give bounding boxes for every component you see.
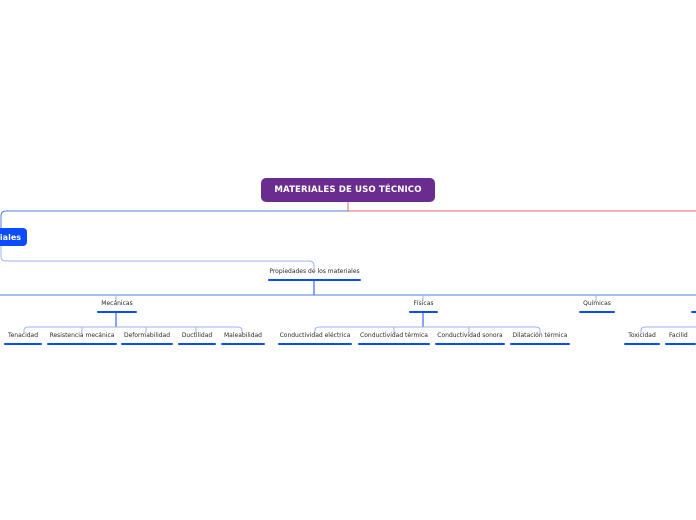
node-conductividad-termica[interactable]: Conductividad térmica — [358, 332, 430, 345]
root-topic[interactable]: MATERIALES DE USO TÉCNICO — [261, 178, 435, 202]
node-maleabilidad[interactable]: Maleabilidad — [221, 332, 265, 345]
node-deformabilidad[interactable]: Deformabilidad — [121, 332, 173, 345]
node-resistencia-mecanica[interactable]: Resistencia mecánica — [47, 332, 117, 345]
topic-propiedades[interactable]: Propiedades de los materiales — [268, 268, 361, 281]
node-ductilidad[interactable]: Ductilidad — [178, 332, 216, 345]
node-dilatacion-termica[interactable]: Dilatación térmica — [510, 332, 570, 345]
node-conductividad-sonora[interactable]: Conductividad sonora — [435, 332, 505, 345]
link-qui-bus — [640, 326, 696, 333]
link-root-left — [0, 210, 348, 228]
node-conductividad-electrica[interactable]: Conductividad eléctrica — [278, 332, 352, 345]
node-facilidad[interactable]: Facilid — [665, 332, 696, 345]
category-offscreen[interactable] — [691, 300, 696, 313]
category-quimicas[interactable]: Químicas — [579, 300, 615, 313]
node-toxicidad[interactable]: Toxicidad — [624, 332, 660, 345]
branch-topic-materiales[interactable]: riales — [0, 228, 27, 246]
link-branch-topic — [0, 246, 315, 269]
category-mecanicas[interactable]: Mecánicas — [97, 300, 137, 313]
link-mec-bus — [23, 326, 243, 333]
category-fisicas[interactable]: Físicas — [409, 300, 438, 313]
link-fis-bus — [314, 326, 541, 333]
node-tenacidad[interactable]: Tenacidad — [4, 332, 42, 345]
